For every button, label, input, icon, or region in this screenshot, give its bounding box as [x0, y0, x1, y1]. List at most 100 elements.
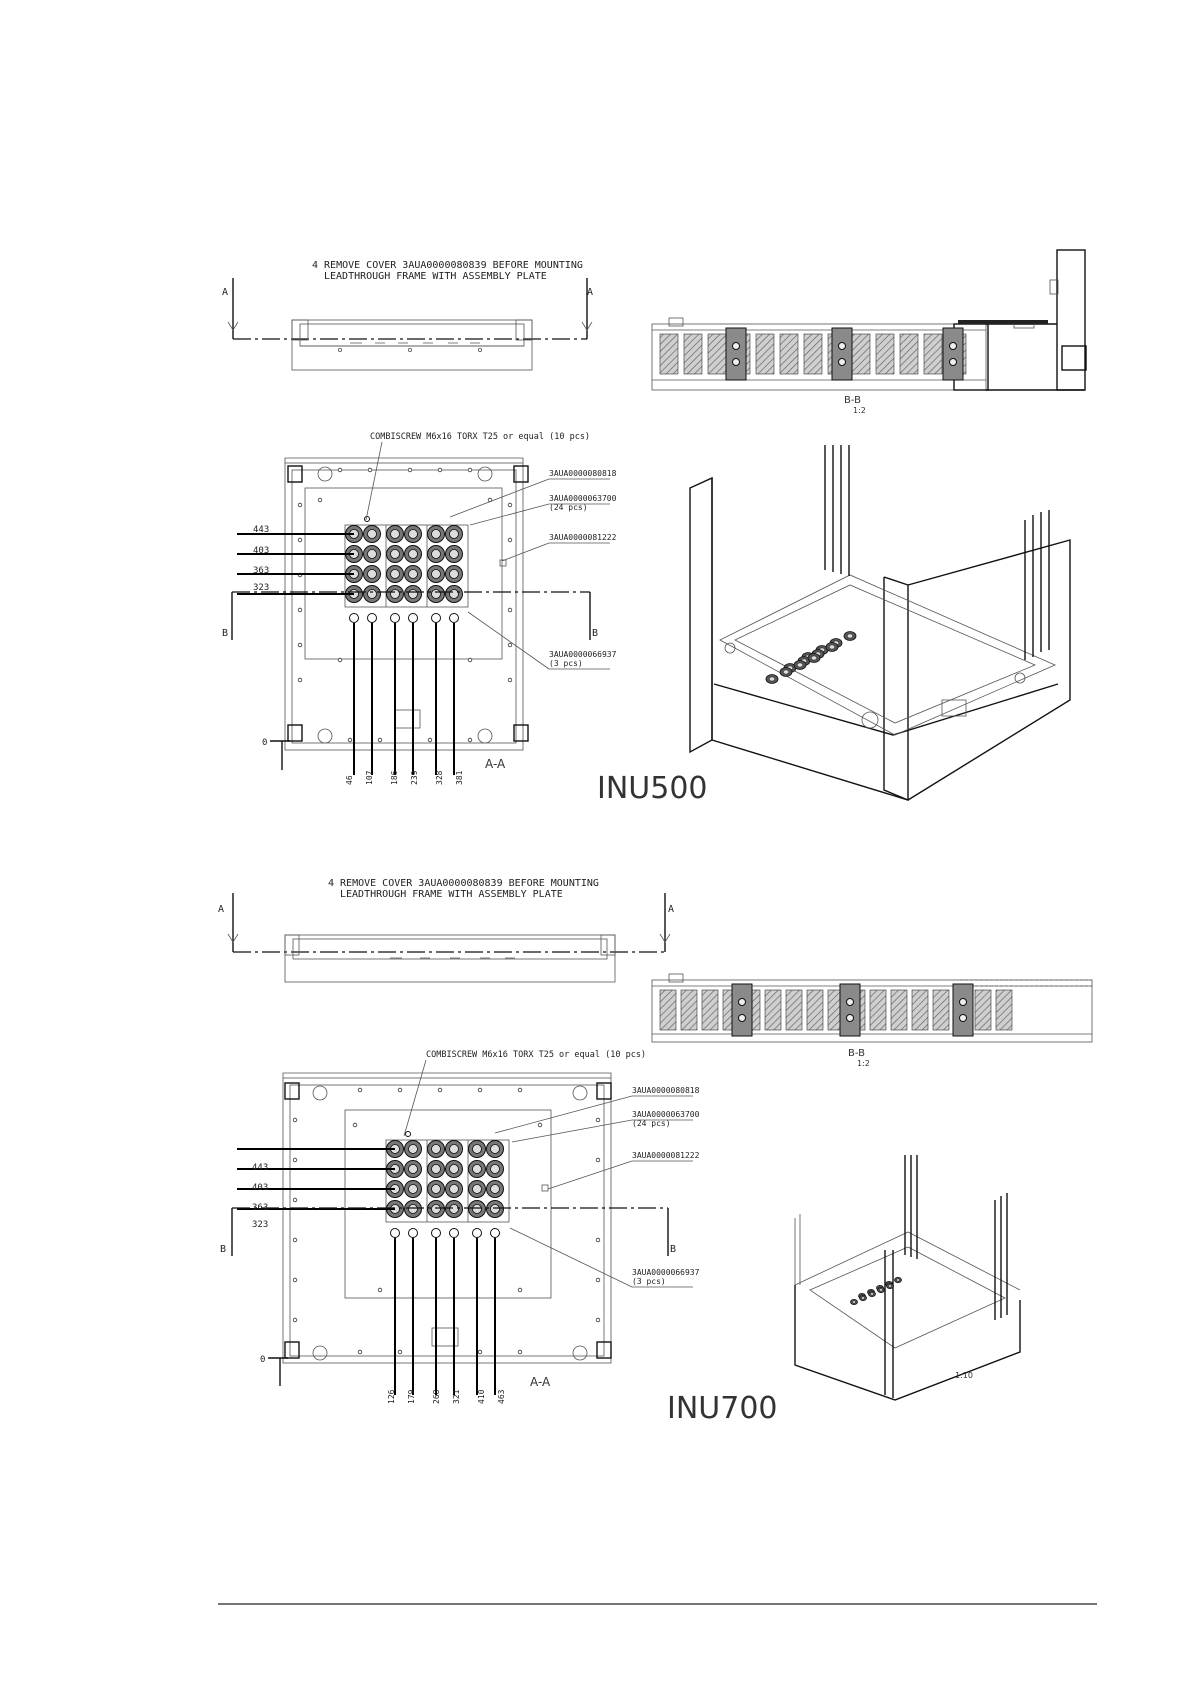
mounting-hole [357, 1349, 363, 1355]
inu500-lead-lines [237, 533, 455, 775]
busbar-block [683, 333, 703, 375]
terminal-lug-center [408, 1204, 418, 1214]
busbar-block [701, 989, 719, 1031]
inu500-origin-label: 0 [262, 738, 267, 748]
inu500-dim-bottom-2: 107 [365, 770, 374, 785]
inu500-bb-blocks [659, 327, 967, 381]
terminal-lug-center [408, 529, 418, 539]
busbar-block [995, 989, 1013, 1031]
terminal-lug-center [449, 1164, 459, 1174]
terminal-lug-center [390, 549, 400, 559]
inu700-bb-blocks [659, 983, 1013, 1037]
cable-gland [490, 1228, 500, 1238]
inu700-dim-bottom-4: 321 [452, 1389, 461, 1404]
mounting-hole [297, 607, 303, 613]
terminal-lug-center [431, 589, 441, 599]
iso-terminal-center [852, 1300, 856, 1304]
clamp-bolt [838, 342, 846, 350]
mounting-hole [357, 1087, 363, 1093]
mounting-hole [297, 502, 303, 508]
mounting-hole [337, 657, 343, 663]
busbar-block [923, 333, 943, 375]
terminal-lug-center [408, 1164, 418, 1174]
terminal-lug-center [408, 1144, 418, 1154]
inu500-combiscrew-label: COMBISCREW M6x16 TORX T25 or equal (10 p… [370, 432, 590, 442]
inu500-dim-bottom-4: 239 [410, 770, 419, 785]
terminal-lug-center [367, 569, 377, 579]
inu500-section-bb-view: B-B 1:2 [651, 249, 1087, 415]
inu500-callout-1: 3AUA0000080818 [549, 469, 617, 478]
mounting-hole [292, 1197, 298, 1203]
mounting-hole [517, 1349, 523, 1355]
inu500-dim-363: 363 [253, 566, 269, 576]
terminal-lug-center [408, 549, 418, 559]
terminal-lug-center [390, 589, 400, 599]
inu700-plan-view: B B 0 A-A COMBISCREW M6x16 TORX T25 or e… [220, 1050, 700, 1404]
inu500-callout-3: (24 pcs) [549, 503, 588, 512]
mounting-hole [537, 1122, 543, 1128]
terminal-lug-center [490, 1144, 500, 1154]
inu700-dim-bottom-5: 410 [477, 1389, 486, 1404]
inu700-section-b-left: B [220, 1244, 226, 1255]
inu700-dim-bottom-6: 463 [497, 1389, 506, 1404]
inu500-drawing: 4 REMOVE COVER 3AUA0000080839 BEFORE MOU… [222, 249, 1087, 806]
inu700-dim-323: 323 [252, 1220, 268, 1230]
terminal-lug-center [367, 589, 377, 599]
terminal-lug-center [472, 1204, 482, 1214]
inu700-section-bb-view: B-B 1:2 [651, 973, 1093, 1068]
terminal-lug-center [431, 569, 441, 579]
busbar-block [974, 989, 992, 1031]
cable-gland [449, 1228, 459, 1238]
clamp [839, 983, 861, 1037]
inu700-dim-363: 363 [252, 1203, 268, 1213]
inu500-terminal-grid [345, 516, 463, 623]
inu700-section-a-left: A [218, 904, 224, 915]
inu500-callout-2: 3AUA0000063700 [549, 494, 617, 503]
busbar-block [932, 989, 950, 1031]
inu500-isometric-view [689, 445, 1071, 801]
inu500-iso-terminals [765, 631, 857, 684]
inu500-dim-403: 403 [253, 546, 269, 556]
inu700-dim-bottom-3: 268 [432, 1389, 441, 1404]
terminal-lug-center [449, 589, 459, 599]
mounting-hole [507, 642, 513, 648]
mounting-hole [595, 1117, 601, 1123]
mounting-hole [292, 1277, 298, 1283]
inu700-drawing: 4 REMOVE COVER 3AUA0000080839 BEFORE MOU… [218, 878, 1093, 1426]
busbar-block [659, 989, 677, 1031]
terminal-lug-center [490, 1164, 500, 1174]
busbar-block [890, 989, 908, 1031]
terminal-lug-center [431, 549, 441, 559]
mounting-hole [397, 1349, 403, 1355]
cable-gland [390, 613, 400, 623]
terminal-lug-center [431, 1144, 441, 1154]
terminal-lug-center [431, 1164, 441, 1174]
mounting-hole [427, 737, 433, 743]
iso-terminal-center [896, 1278, 900, 1282]
mounting-hole [437, 467, 443, 473]
busbar-block [899, 333, 919, 375]
inu700-section-b-right: B [670, 1244, 676, 1255]
clamp [731, 983, 753, 1037]
mounting-hole [292, 1317, 298, 1323]
clamp-bolt [959, 998, 967, 1006]
inu500-callout-5: 3AUA0000066937 [549, 650, 617, 659]
mounting-hole [347, 737, 353, 743]
busbar-block [764, 989, 782, 1031]
mounting-hole [477, 1087, 483, 1093]
inu700-isometric-view: 1:10 [794, 1155, 1021, 1401]
mounting-hole [477, 1349, 483, 1355]
mounting-hole [517, 1087, 523, 1093]
inu700-mounting-holes [292, 1087, 601, 1355]
busbar-block [659, 333, 679, 375]
mounting-hole [467, 737, 473, 743]
clamp-bolt [949, 358, 957, 366]
terminal-lug-center [390, 569, 400, 579]
terminal-lug-center [431, 529, 441, 539]
iso-terminal-center [829, 644, 835, 650]
inu700-origin-label: 0 [260, 1355, 265, 1365]
inu700-dim-443: 443 [252, 1163, 268, 1173]
mounting-hole [292, 1157, 298, 1163]
mounting-hole [595, 1237, 601, 1243]
inu700-note-line1: 4 REMOVE COVER 3AUA0000080839 BEFORE MOU… [328, 878, 599, 889]
